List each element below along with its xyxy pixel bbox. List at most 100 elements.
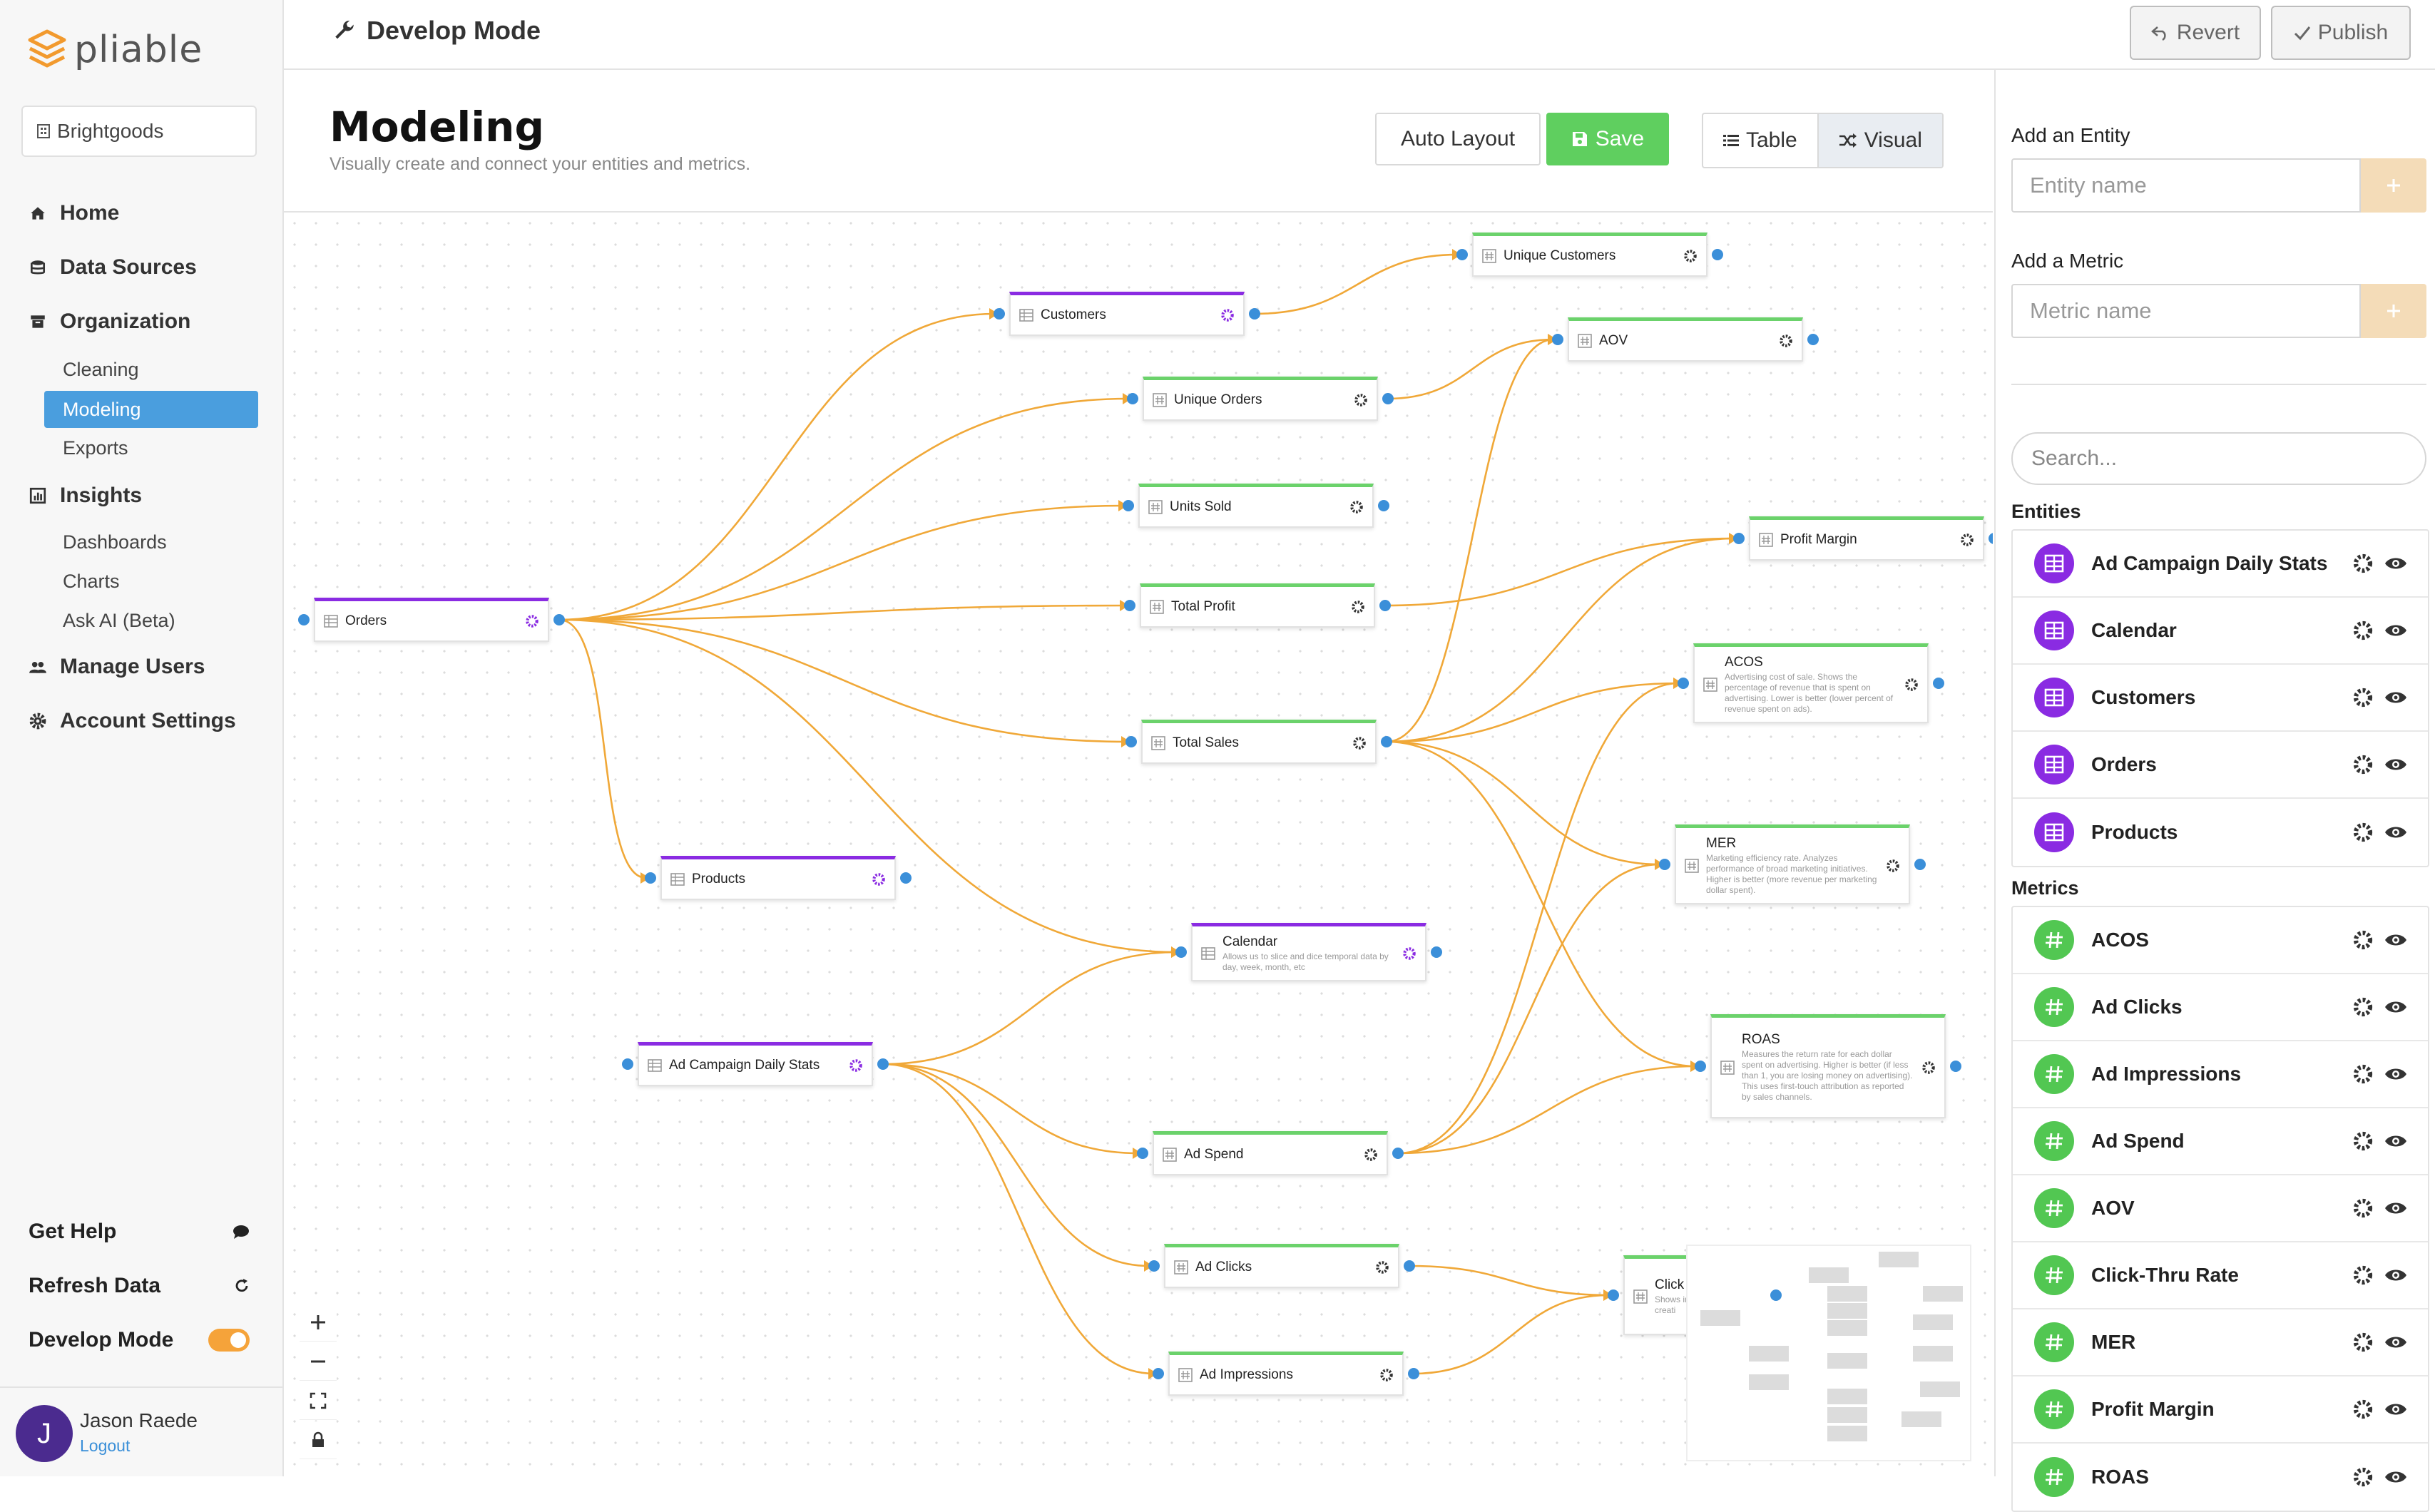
org-selector[interactable]: Brightgoods xyxy=(21,106,257,157)
handle-out[interactable] xyxy=(900,872,912,884)
handle-out[interactable] xyxy=(1382,393,1394,404)
brand-logo[interactable]: pliable xyxy=(27,29,203,71)
gear-icon[interactable] xyxy=(1349,500,1364,514)
handle-in[interactable] xyxy=(1608,1289,1619,1301)
gear-icon[interactable] xyxy=(1379,1368,1394,1382)
entity-list-item[interactable]: Products xyxy=(2013,799,2428,866)
handle-in[interactable] xyxy=(1659,859,1670,870)
eye-icon[interactable] xyxy=(2384,689,2408,706)
node-profit-margin[interactable]: Profit Margin xyxy=(1749,516,1984,561)
metric-list-item[interactable]: ROAS xyxy=(2013,1444,2428,1511)
handle-out[interactable] xyxy=(1712,249,1723,260)
minimap[interactable] xyxy=(1686,1245,1971,1461)
node-total-sales[interactable]: Total Sales xyxy=(1141,720,1377,764)
nav-charts[interactable]: Charts xyxy=(63,570,120,592)
lock-button[interactable] xyxy=(300,1421,337,1459)
handle-in[interactable] xyxy=(1552,334,1563,345)
gear-icon[interactable] xyxy=(1960,533,1974,547)
handle-in[interactable] xyxy=(1678,678,1689,689)
entity-list-item[interactable]: Ad Campaign Daily Stats xyxy=(2013,531,2428,598)
handle-in[interactable] xyxy=(1124,600,1135,611)
gear-icon[interactable] xyxy=(2352,687,2374,708)
handle-out[interactable] xyxy=(1408,1368,1419,1379)
entity-name-input[interactable]: Entity name xyxy=(2011,158,2361,213)
node-products[interactable]: Products xyxy=(660,856,896,900)
gear-icon[interactable] xyxy=(525,614,539,628)
handle-out[interactable] xyxy=(1914,859,1926,870)
handle-out[interactable] xyxy=(1404,1260,1415,1272)
gear-icon[interactable] xyxy=(2352,1466,2374,1488)
nav-dashboards[interactable]: Dashboards xyxy=(63,531,167,553)
gear-icon[interactable] xyxy=(2352,996,2374,1018)
gear-icon[interactable] xyxy=(1352,736,1367,750)
handle-out[interactable] xyxy=(1249,308,1260,320)
gear-icon[interactable] xyxy=(1402,946,1416,961)
gear-icon[interactable] xyxy=(1886,859,1900,873)
nav-manage-users[interactable]: Manage Users xyxy=(29,655,205,679)
metric-list-item[interactable]: Profit Margin xyxy=(2013,1376,2428,1444)
gear-icon[interactable] xyxy=(1683,249,1698,263)
gear-icon[interactable] xyxy=(1779,334,1793,348)
gear-icon[interactable] xyxy=(2352,620,2374,641)
gear-icon[interactable] xyxy=(872,872,886,887)
gear-icon[interactable] xyxy=(2352,1130,2374,1152)
eye-icon[interactable] xyxy=(2384,824,2408,841)
avatar[interactable]: J xyxy=(16,1405,73,1462)
add-metric-button[interactable] xyxy=(2361,284,2426,338)
gear-icon[interactable] xyxy=(2352,1332,2374,1353)
handle-in[interactable] xyxy=(994,308,1005,320)
nav-account-settings[interactable]: Account Settings xyxy=(29,709,236,733)
eye-icon[interactable] xyxy=(2384,1468,2408,1486)
gear-icon[interactable] xyxy=(1904,678,1919,692)
handle-in[interactable] xyxy=(1127,393,1138,404)
handle-in[interactable] xyxy=(622,1058,633,1070)
eye-icon[interactable] xyxy=(2384,1267,2408,1284)
eye-icon[interactable] xyxy=(2384,998,2408,1016)
metric-list-item[interactable]: AOV xyxy=(2013,1175,2428,1242)
node-unique-customers[interactable]: Unique Customers xyxy=(1472,233,1707,277)
save-button[interactable]: Save xyxy=(1546,113,1669,165)
nav-exports[interactable]: Exports xyxy=(63,436,128,459)
nav-insights[interactable]: Insights xyxy=(29,484,142,508)
publish-button[interactable]: Publish xyxy=(2271,6,2411,60)
handle-in[interactable] xyxy=(1153,1368,1164,1379)
entity-list-item[interactable]: Calendar xyxy=(2013,598,2428,665)
handle-out[interactable] xyxy=(1431,946,1442,958)
eye-icon[interactable] xyxy=(2384,756,2408,773)
nav-cleaning[interactable]: Cleaning xyxy=(63,358,139,380)
add-entity-button[interactable] xyxy=(2361,158,2426,213)
metric-list-item[interactable]: Ad Clicks xyxy=(2013,974,2428,1041)
node-units-sold[interactable]: Units Sold xyxy=(1138,484,1374,528)
eye-icon[interactable] xyxy=(2384,931,2408,949)
zoom-in-button[interactable] xyxy=(300,1304,337,1342)
refresh-data-button[interactable]: Refresh Data xyxy=(29,1274,250,1298)
handle-out[interactable] xyxy=(553,614,565,625)
eye-icon[interactable] xyxy=(2384,1133,2408,1150)
node-customers[interactable]: Customers xyxy=(1009,292,1245,336)
logout-link[interactable]: Logout xyxy=(80,1436,131,1455)
handle-in[interactable] xyxy=(1125,736,1137,747)
gear-icon[interactable] xyxy=(2352,1265,2374,1286)
zoom-out-button[interactable] xyxy=(300,1343,337,1381)
metric-list-item[interactable]: Ad Spend xyxy=(2013,1108,2428,1175)
metric-name-input[interactable]: Metric name xyxy=(2011,284,2361,338)
gear-icon[interactable] xyxy=(2352,822,2374,843)
handle-in[interactable] xyxy=(1695,1061,1706,1072)
handle-in[interactable] xyxy=(1456,249,1468,260)
handle-out[interactable] xyxy=(1392,1148,1404,1159)
eye-icon[interactable] xyxy=(2384,622,2408,639)
handle-in[interactable] xyxy=(1733,533,1745,544)
handle-out[interactable] xyxy=(1378,500,1389,511)
metric-list-item[interactable]: Click-Thru Rate xyxy=(2013,1242,2428,1309)
gear-icon[interactable] xyxy=(1364,1148,1378,1162)
handle-out[interactable] xyxy=(1989,533,1993,544)
gear-icon[interactable] xyxy=(849,1058,863,1073)
eye-icon[interactable] xyxy=(2384,1401,2408,1418)
node-ad-campaign-daily-stats[interactable]: Ad Campaign Daily Stats xyxy=(638,1042,873,1086)
entity-list-item[interactable]: Orders xyxy=(2013,732,2428,799)
nav-ask-ai[interactable]: Ask AI (Beta) xyxy=(63,609,175,631)
